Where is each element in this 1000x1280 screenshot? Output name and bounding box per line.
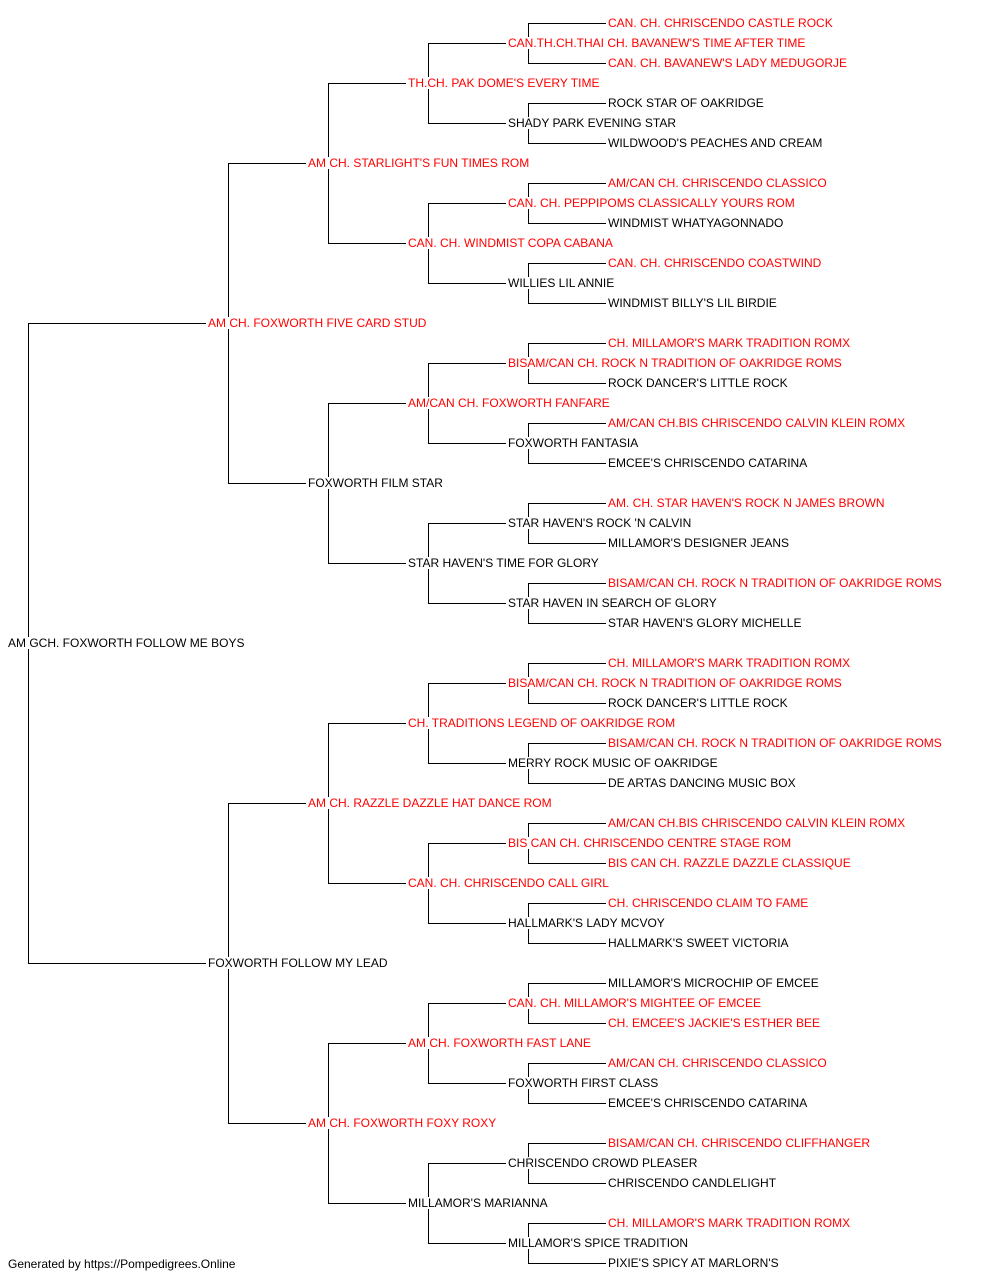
pedigree-entry[interactable]: BISAM/CAN CH. ROCK N TRADITION OF OAKRID… — [507, 676, 843, 690]
pedigree-entry[interactable]: AM/CAN CH. CHRISCENDO CLASSICO — [607, 1056, 828, 1070]
pedigree-entry[interactable]: CHRISCENDO CROWD PLEASER — [507, 1156, 699, 1170]
pedigree-entry[interactable]: ROCK DANCER'S LITTLE ROCK — [607, 696, 789, 710]
pedigree-entry[interactable]: CH. MILLAMOR'S MARK TRADITION ROMX — [607, 336, 852, 350]
pedigree-entry[interactable]: TH.CH. PAK DOME'S EVERY TIME — [407, 76, 601, 90]
pedigree-entry[interactable]: CAN. CH. WINDMIST COPA CABANA — [407, 236, 614, 250]
pedigree-entry[interactable]: CHRISCENDO CANDLELIGHT — [607, 1176, 778, 1190]
pedigree-entry[interactable]: CH. EMCEE'S JACKIE'S ESTHER BEE — [607, 1016, 821, 1030]
pedigree-entry[interactable]: CAN. CH. CHRISCENDO COASTWIND — [607, 256, 823, 270]
pedigree-entry[interactable]: AM GCH. FOXWORTH FOLLOW ME BOYS — [7, 636, 246, 650]
pedigree-entry[interactable]: CAN. CH. CHRISCENDO CASTLE ROCK — [607, 16, 834, 30]
pedigree-entry[interactable]: SHADY PARK EVENING STAR — [507, 116, 678, 130]
pedigree-entry[interactable]: BIS CAN CH. RAZZLE DAZZLE CLASSIQUE — [607, 856, 852, 870]
pedigree-entry[interactable]: STAR HAVEN IN SEARCH OF GLORY — [507, 596, 718, 610]
pedigree-entry[interactable]: CAN. CH. CHRISCENDO CALL GIRL — [407, 876, 610, 890]
pedigree-entry[interactable]: FOXWORTH FILM STAR — [307, 476, 444, 490]
pedigree-entry[interactable]: CAN. CH. PEPPIPOMS CLASSICALLY YOURS ROM — [507, 196, 796, 210]
pedigree-entry[interactable]: EMCEE'S CHRISCENDO CATARINA — [607, 1096, 809, 1110]
pedigree-entry[interactable]: AM CH. FOXWORTH FAST LANE — [407, 1036, 592, 1050]
pedigree-entry[interactable]: CAN. CH. MILLAMOR'S MIGHTEE OF EMCEE — [507, 996, 762, 1010]
pedigree-entry[interactable]: STAR HAVEN'S GLORY MICHELLE — [607, 616, 803, 630]
pedigree-entry[interactable]: WINDMIST WHATYAGONNADO — [607, 216, 785, 230]
pedigree-entry[interactable]: STAR HAVEN'S ROCK 'N CALVIN — [507, 516, 693, 530]
pedigree-entry[interactable]: ROCK STAR OF OAKRIDGE — [607, 96, 765, 110]
pedigree-entry[interactable]: CAN. CH. BAVANEW'S LADY MEDUGORJE — [607, 56, 848, 70]
pedigree-entry[interactable]: AM/CAN CH.BIS CHRISCENDO CALVIN KLEIN RO… — [607, 816, 907, 830]
pedigree-entry[interactable]: STAR HAVEN'S TIME FOR GLORY — [407, 556, 600, 570]
pedigree-entry[interactable]: AM/CAN CH.BIS CHRISCENDO CALVIN KLEIN RO… — [607, 416, 907, 430]
pedigree-entry[interactable]: FOXWORTH FOLLOW MY LEAD — [207, 956, 389, 970]
pedigree-entry[interactable]: AM CH. RAZZLE DAZZLE HAT DANCE ROM — [307, 796, 553, 810]
pedigree-entry[interactable]: CH. CHRISCENDO CLAIM TO FAME — [607, 896, 810, 910]
pedigree-entry[interactable]: BISAM/CAN CH. ROCK N TRADITION OF OAKRID… — [507, 356, 843, 370]
pedigree-entry[interactable]: AM CH. STARLIGHT'S FUN TIMES ROM — [307, 156, 531, 170]
pedigree-entry[interactable]: MERRY ROCK MUSIC OF OAKRIDGE — [507, 756, 719, 770]
pedigree-entry[interactable]: ROCK DANCER'S LITTLE ROCK — [607, 376, 789, 390]
pedigree-entry[interactable]: WINDMIST BILLY'S LIL BIRDIE — [607, 296, 778, 310]
pedigree-entry[interactable]: MILLAMOR'S DESIGNER JEANS — [607, 536, 790, 550]
pedigree-entry[interactable]: BISAM/CAN CH. ROCK N TRADITION OF OAKRID… — [607, 736, 943, 750]
pedigree-entry[interactable]: AM CH. FOXWORTH FIVE CARD STUD — [207, 316, 428, 330]
pedigree-entry[interactable]: MILLAMOR'S SPICE TRADITION — [507, 1236, 690, 1250]
pedigree-entry[interactable]: MILLAMOR'S MARIANNA — [407, 1196, 549, 1210]
pedigree-entry[interactable]: AM. CH. STAR HAVEN'S ROCK N JAMES BROWN — [607, 496, 886, 510]
pedigree-entry[interactable]: AM/CAN CH. CHRISCENDO CLASSICO — [607, 176, 828, 190]
pedigree-entry[interactable]: WILLIES LIL ANNIE — [507, 276, 616, 290]
pedigree-entry[interactable]: BIS CAN CH. CHRISCENDO CENTRE STAGE ROM — [507, 836, 793, 850]
pedigree-entry[interactable]: BISAM/CAN CH. ROCK N TRADITION OF OAKRID… — [607, 576, 943, 590]
pedigree-entry[interactable]: WILDWOOD'S PEACHES AND CREAM — [607, 136, 824, 150]
pedigree-entry[interactable]: HALLMARK'S LADY MCVOY — [507, 916, 666, 930]
pedigree-entry[interactable]: BISAM/CAN CH. CHRISCENDO CLIFFHANGER — [607, 1136, 872, 1150]
pedigree-entry[interactable]: CH. MILLAMOR'S MARK TRADITION ROMX — [607, 656, 852, 670]
pedigree-entry[interactable]: CH. TRADITIONS LEGEND OF OAKRIDGE ROM — [407, 716, 677, 730]
pedigree-entry[interactable]: MILLAMOR'S MICROCHIP OF EMCEE — [607, 976, 820, 990]
pedigree-entry[interactable]: EMCEE'S CHRISCENDO CATARINA — [607, 456, 809, 470]
pedigree-entry[interactable]: DE ARTAS DANCING MUSIC BOX — [607, 776, 797, 790]
pedigree-entry[interactable]: AM CH. FOXWORTH FOXY ROXY — [307, 1116, 498, 1130]
pedigree-entry[interactable]: CH. MILLAMOR'S MARK TRADITION ROMX — [607, 1216, 852, 1230]
generated-by-footer: Generated by https://Pompedigrees.Online — [8, 1257, 236, 1271]
pedigree-entry[interactable]: FOXWORTH FANTASIA — [507, 436, 640, 450]
pedigree-entry[interactable]: PIXIE'S SPICY AT MARLORN'S — [607, 1256, 780, 1270]
pedigree-entry[interactable]: AM/CAN CH. FOXWORTH FANFARE — [407, 396, 611, 410]
pedigree-entry[interactable]: CAN.TH.CH.THAI CH. BAVANEW'S TIME AFTER … — [507, 36, 807, 50]
pedigree-entry[interactable]: HALLMARK'S SWEET VICTORIA — [607, 936, 790, 950]
pedigree-entry[interactable]: FOXWORTH FIRST CLASS — [507, 1076, 660, 1090]
